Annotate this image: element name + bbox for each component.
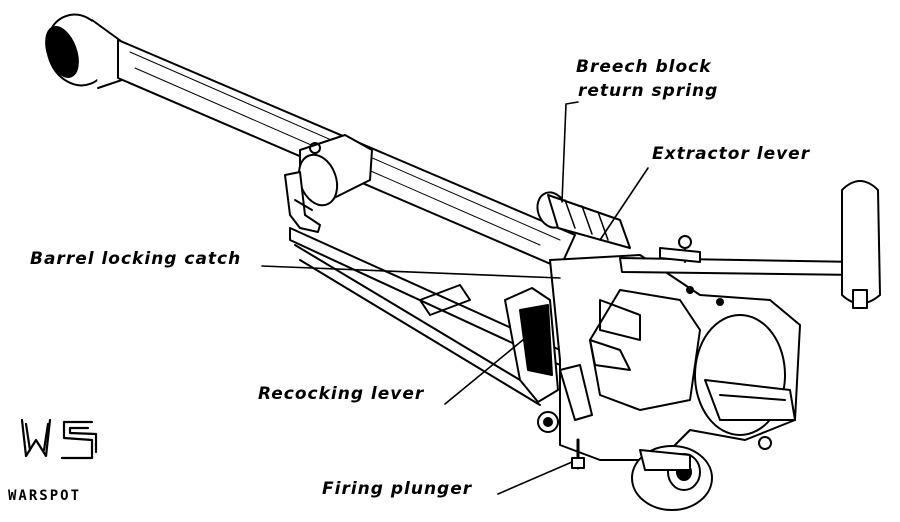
leader-lines <box>261 101 649 495</box>
leader-breech-spring <box>561 101 579 203</box>
frame-rails <box>289 227 561 406</box>
warspot-logo-mark <box>20 418 98 460</box>
muzzle <box>45 13 129 89</box>
leader-extractor <box>599 167 649 241</box>
return-spring <box>536 191 631 249</box>
leader-firing <box>497 461 573 495</box>
label-return-spring: return spring <box>578 81 719 101</box>
label-breech-block: Breech block <box>576 57 712 77</box>
firing-plunger <box>571 436 772 511</box>
barrel-catch-bracket <box>284 171 321 233</box>
label-extractor-lever: Extractor lever <box>652 144 811 164</box>
leader-recocking <box>444 329 536 405</box>
logo-name: WARSPOT <box>8 488 82 504</box>
label-recocking-lever: Recocking lever <box>258 384 425 404</box>
receiver <box>549 254 801 461</box>
leader-barrel-catch <box>261 265 561 279</box>
label-barrel-locking-catch: Barrel locking catch <box>30 249 242 269</box>
extractor-lever <box>619 180 881 309</box>
recocking-lever <box>504 287 593 433</box>
label-firing-plunger: Firing plunger <box>322 479 473 499</box>
barrel-clamp <box>297 134 373 207</box>
